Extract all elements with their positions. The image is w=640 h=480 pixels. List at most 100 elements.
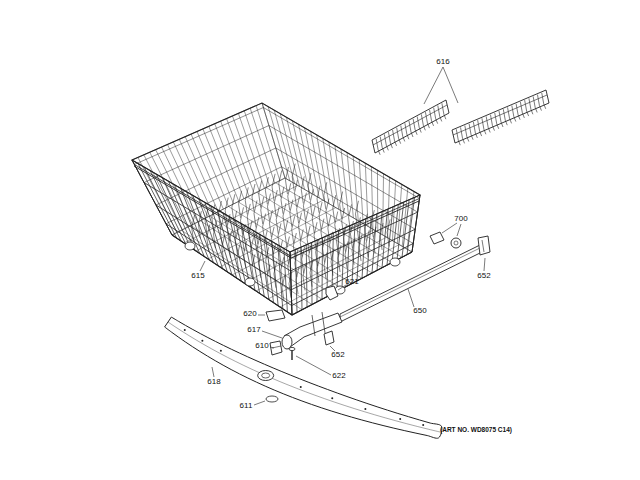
- tine: [333, 195, 336, 222]
- rack-roller: [245, 278, 255, 286]
- tine: [355, 201, 358, 228]
- tine: [478, 120, 480, 131]
- leader-line: [262, 331, 282, 338]
- callout-number: 617: [247, 326, 260, 334]
- bracket-detail: [482, 240, 484, 252]
- rack-rail: [172, 178, 285, 235]
- tine: [282, 274, 285, 301]
- tine: [508, 107, 510, 118]
- tine: [393, 130, 395, 141]
- tine: [376, 139, 378, 150]
- tine: [518, 115, 520, 120]
- tine: [430, 110, 432, 121]
- callout-number: 618: [207, 378, 220, 386]
- floor-wire: [184, 185, 298, 243]
- tine: [465, 126, 467, 137]
- tube-bracket: [478, 236, 490, 255]
- leader-line: [424, 67, 443, 104]
- tine: [399, 139, 401, 144]
- spray-hole: [201, 340, 203, 342]
- tine: [386, 145, 388, 150]
- tine: [384, 134, 386, 145]
- callout-number: 621: [345, 278, 358, 286]
- tine: [417, 117, 419, 128]
- leader-line: [408, 289, 414, 307]
- spray-hole: [422, 424, 424, 426]
- tine: [425, 112, 427, 123]
- tine: [421, 114, 423, 125]
- tine: [480, 131, 482, 136]
- tine: [252, 184, 255, 211]
- tine: [317, 256, 320, 283]
- leader-line: [212, 367, 214, 377]
- tine: [486, 116, 488, 127]
- tine: [514, 117, 516, 122]
- tine: [533, 96, 535, 107]
- tine: [488, 127, 490, 132]
- tine: [259, 181, 262, 208]
- rack-rail: [291, 229, 415, 290]
- tine: [303, 263, 306, 290]
- leader-line: [442, 223, 457, 233]
- rack-rail: [276, 148, 415, 229]
- leader-line: [443, 67, 458, 103]
- arm-ridge: [168, 322, 440, 432]
- tine: [438, 105, 440, 116]
- tine: [290, 200, 293, 227]
- tine: [292, 216, 295, 243]
- elbow-pipe: [284, 313, 342, 347]
- tine-row-rail: [453, 95, 547, 135]
- screw-head: [289, 347, 295, 350]
- rack-rail: [282, 167, 414, 244]
- callout-number: 620: [243, 310, 256, 318]
- rack-rail: [292, 243, 414, 305]
- tine: [436, 119, 438, 124]
- rack-rail: [290, 198, 419, 255]
- tine: [537, 95, 539, 106]
- tine: [349, 204, 352, 231]
- tine: [510, 118, 512, 123]
- rack-rail: [166, 224, 292, 306]
- tine: [285, 167, 288, 194]
- tine: [467, 137, 469, 142]
- rack-rim: [134, 166, 419, 258]
- spray-hole: [300, 386, 302, 388]
- spray-arm: [165, 317, 442, 438]
- leader-line: [296, 356, 331, 375]
- tine: [512, 106, 514, 117]
- seal-piece: [266, 310, 285, 321]
- tine: [469, 124, 471, 135]
- leader-line: [258, 315, 265, 316]
- callout-number: 652: [477, 272, 490, 280]
- tine: [427, 123, 429, 128]
- art-number: (ART NO. WD8075 C14): [440, 427, 512, 434]
- rack-rail: [156, 148, 276, 205]
- manifold-clip: [270, 341, 282, 355]
- tine: [279, 170, 282, 197]
- callout-number: 650: [413, 307, 426, 315]
- coupling-ring: [322, 312, 325, 333]
- rack-roller: [185, 242, 195, 250]
- leader-line: [254, 401, 265, 405]
- tine: [527, 111, 529, 116]
- tine: [285, 220, 288, 247]
- tine: [516, 104, 518, 115]
- tine: [542, 93, 544, 104]
- tine: [482, 118, 484, 129]
- tine: [295, 180, 298, 207]
- tine: [265, 177, 268, 204]
- floor-wire: [208, 200, 323, 259]
- tine: [280, 240, 283, 267]
- tine: [490, 115, 492, 126]
- tine: [268, 194, 271, 221]
- tine: [324, 252, 327, 279]
- tine: [269, 210, 272, 237]
- tine: [434, 108, 436, 119]
- tine: [529, 98, 531, 109]
- tine: [495, 113, 497, 124]
- tine: [442, 103, 444, 114]
- tine: [292, 164, 295, 191]
- tine: [492, 126, 494, 131]
- tine: [283, 203, 286, 230]
